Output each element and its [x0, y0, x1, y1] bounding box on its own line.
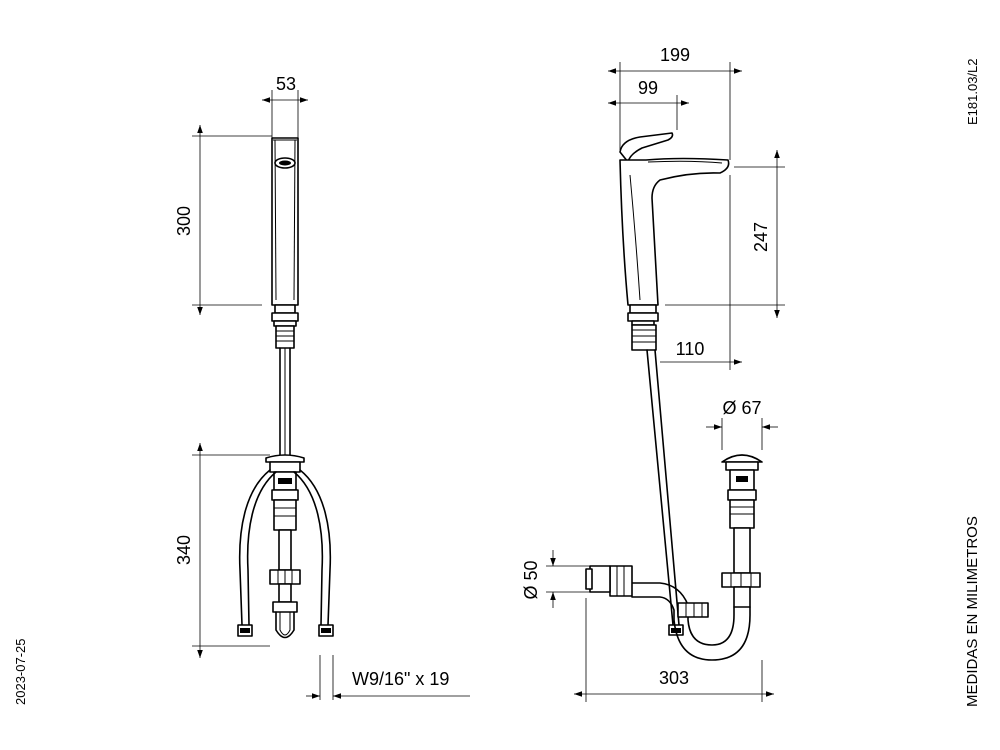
- faucet-side-view: [619, 132, 730, 636]
- svg-text:110: 110: [676, 339, 705, 359]
- svg-text:W9/16" x 19: W9/16" x 19: [352, 669, 449, 689]
- svg-text:Ø 67: Ø 67: [722, 398, 761, 418]
- svg-text:247: 247: [751, 222, 771, 252]
- dimension-front-height-upper: 300: [174, 125, 272, 315]
- svg-text:Ø 50: Ø 50: [521, 560, 541, 599]
- dimension-side-overall-width: 199: [608, 45, 742, 160]
- svg-text:303: 303: [659, 668, 689, 688]
- units-note: MEDIDAS EN MILIMETROS: [964, 516, 981, 707]
- document-date: 2023-07-25: [13, 639, 28, 706]
- dimension-side-spout-height: 247: [665, 150, 785, 318]
- dimension-side-reach: 110: [660, 175, 742, 370]
- dimension-drain-diameter: Ø 67: [706, 398, 778, 450]
- svg-text:53: 53: [276, 74, 296, 94]
- dimension-trap-depth: 303: [574, 598, 774, 702]
- svg-text:99: 99: [638, 78, 658, 98]
- dimension-front-height-lower: 340: [174, 443, 270, 658]
- dimension-side-spout-offset: 99: [608, 78, 689, 130]
- dimension-front-width: 53: [262, 74, 308, 138]
- svg-text:340: 340: [174, 535, 194, 565]
- document-code: E181.03/L2: [965, 58, 980, 125]
- faucet-front-view: [237, 137, 334, 639]
- svg-text:199: 199: [660, 45, 690, 65]
- dimension-trap-outlet-diameter: Ø 50: [521, 550, 600, 608]
- drain-trap-side-view: [585, 454, 763, 661]
- svg-text:300: 300: [174, 206, 194, 236]
- dimension-hose-thread: W9/16" x 19: [306, 655, 470, 700]
